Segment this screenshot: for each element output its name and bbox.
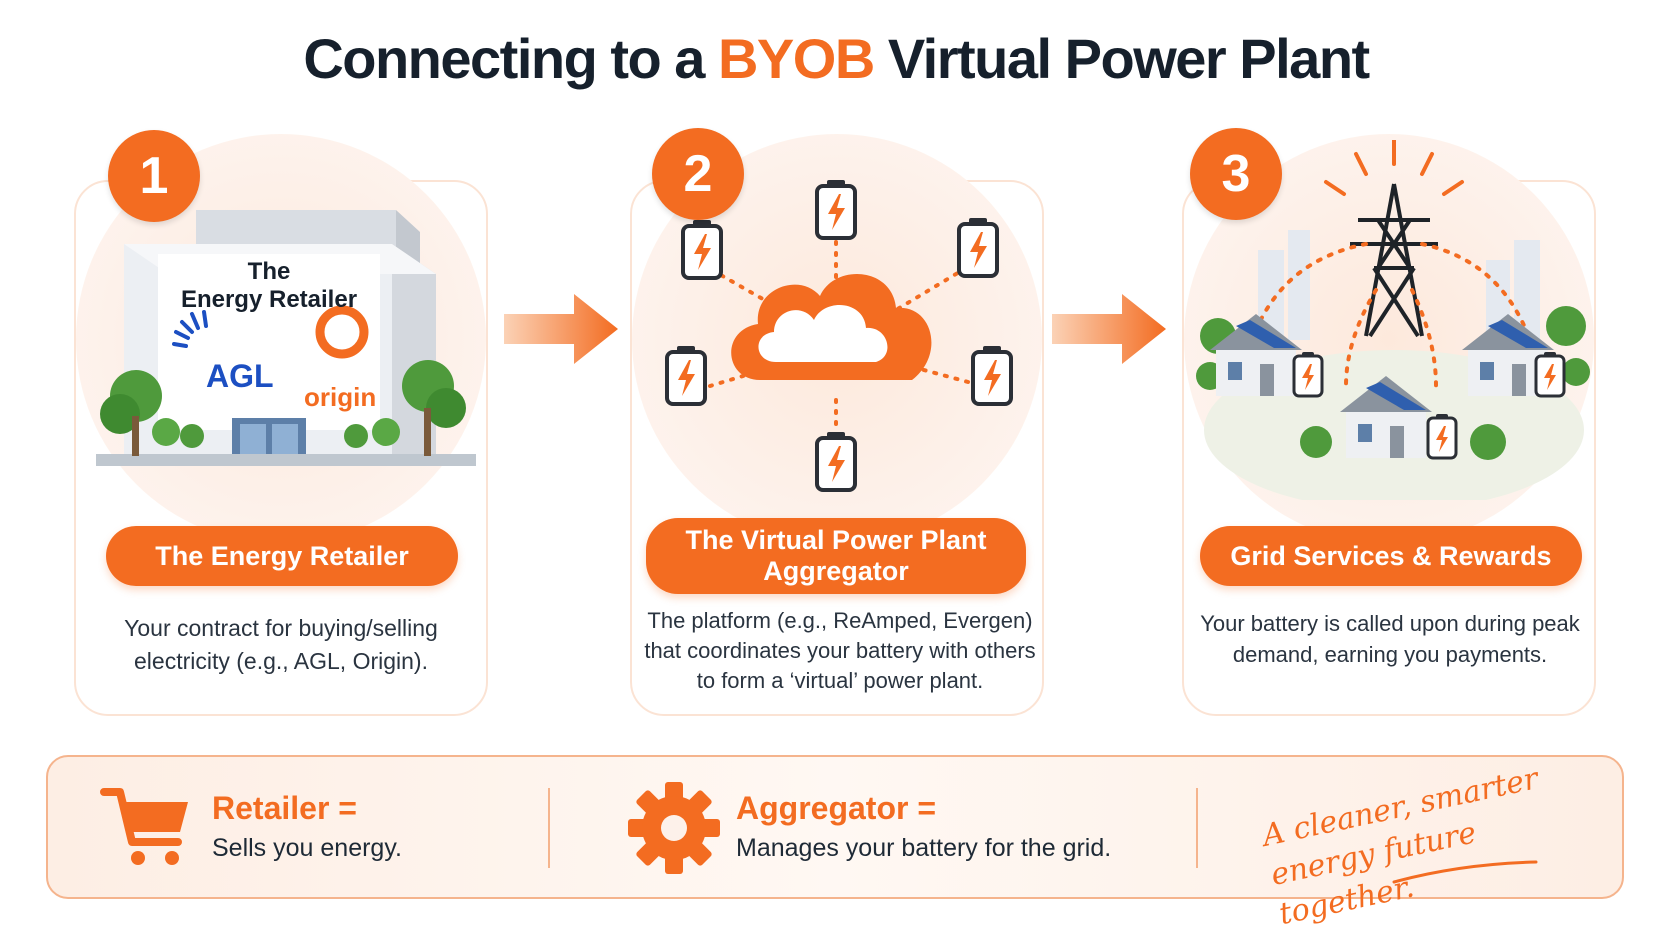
- arrow-right-icon: [1052, 294, 1166, 364]
- power-tower-homes-icon: [1196, 140, 1590, 500]
- legend-aggregator-definition: Manages your battery for the grid.: [736, 834, 1112, 862]
- legend-retailer-definition: Sells you energy.: [212, 834, 402, 862]
- shopping-cart-icon: [100, 788, 188, 865]
- step-heading-aggregator: The Virtual Power Plant Aggregator: [646, 518, 1026, 594]
- retailer-building-icon: [96, 210, 476, 466]
- cloud-battery-network-icon: [665, 178, 1013, 492]
- title-accent: BYOB: [717, 27, 875, 90]
- tagline-underline: [1392, 860, 1538, 884]
- title-suffix: Virtual Power Plant: [873, 27, 1370, 90]
- title-prefix: Connecting to a: [303, 27, 718, 90]
- step-number-3: 3: [1190, 128, 1282, 220]
- page-title: Connecting to a BYOB Virtual Power Plant: [0, 26, 1672, 91]
- step-description-retailer: Your contract for buying/selling electri…: [124, 615, 438, 674]
- step-number-1: 1: [108, 130, 200, 222]
- step-number-2: 2: [652, 128, 744, 220]
- gear-icon: [628, 782, 720, 874]
- arrow-right-icon: [504, 294, 618, 364]
- retailer-sign-line2: Energy Retailer: [180, 286, 358, 313]
- legend-retailer-term: Retailer =: [212, 790, 357, 826]
- legend-divider: [1196, 788, 1198, 868]
- retailer-sign-line1: The: [247, 258, 291, 285]
- step-heading-grid: Grid Services & Rewards: [1200, 526, 1582, 586]
- step-heading-retailer: The Energy Retailer: [106, 526, 458, 586]
- origin-logo: origin: [304, 382, 377, 412]
- agl-logo: AGL: [206, 358, 274, 394]
- step-description-aggregator: The platform (e.g., ReAmped, Evergen) th…: [644, 608, 1036, 693]
- legend-aggregator-term: Aggregator =: [736, 790, 937, 826]
- step-description-grid: Your battery is called upon during peak …: [1200, 611, 1580, 667]
- legend-box: [46, 755, 1624, 899]
- legend-divider: [548, 788, 550, 868]
